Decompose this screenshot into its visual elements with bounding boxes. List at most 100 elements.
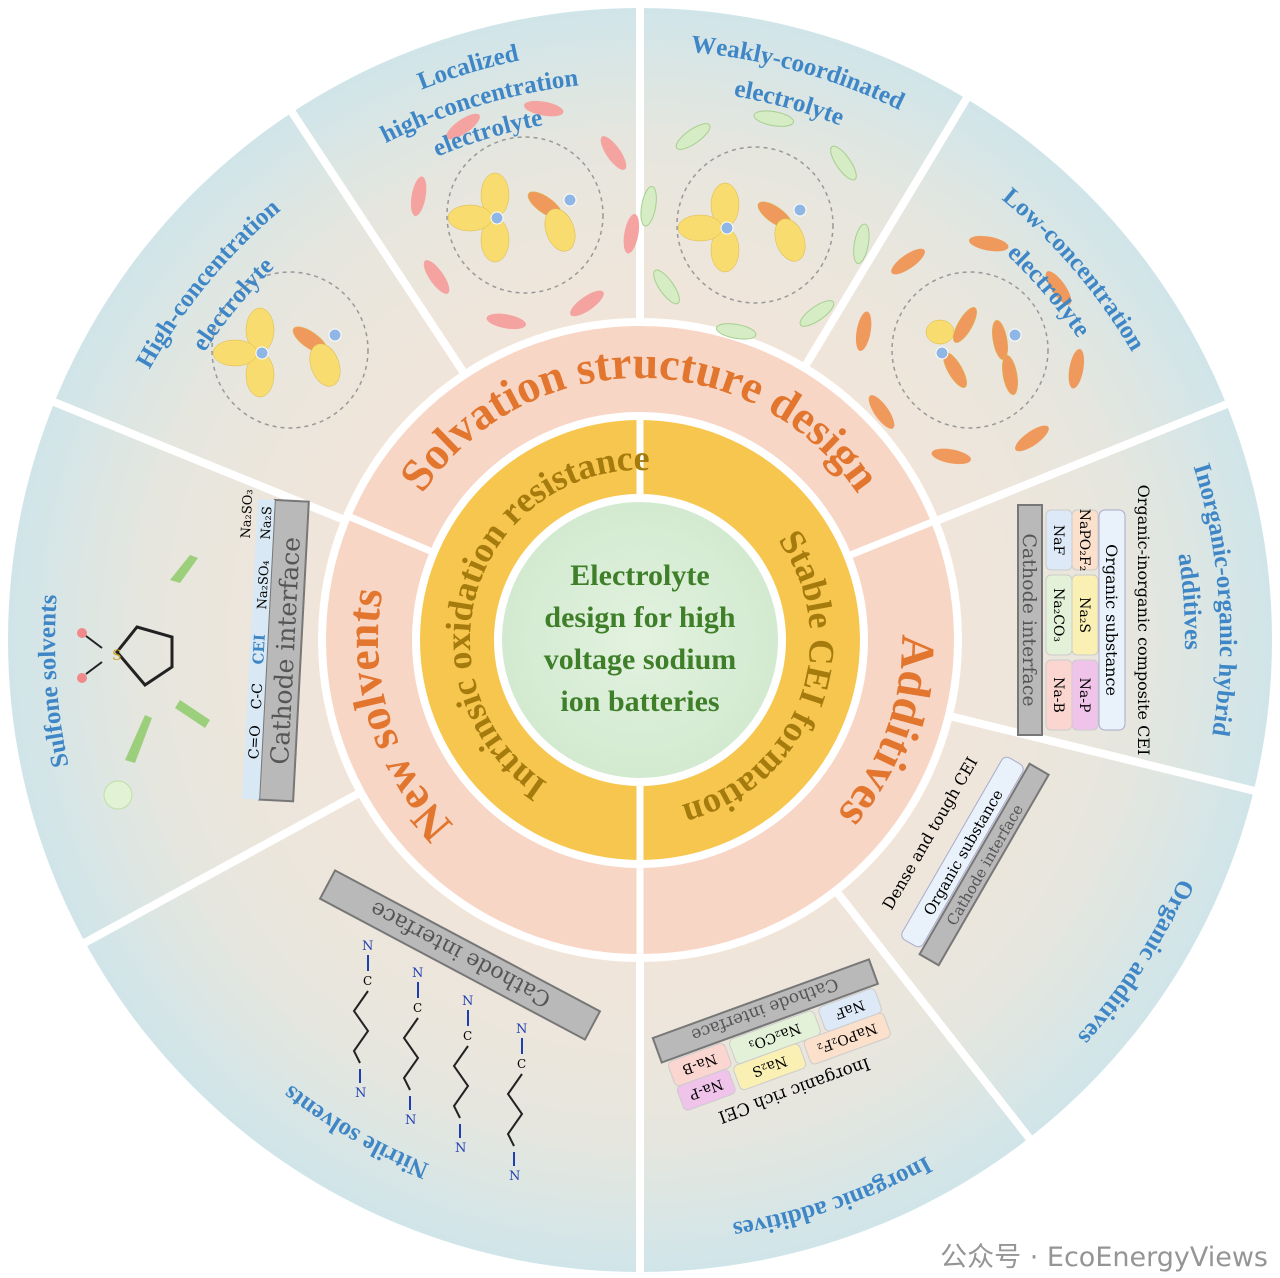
glyph: t: [1018, 559, 1040, 567]
ring-divider: [842, 516, 940, 561]
diluent-molecule: [524, 100, 564, 117]
glyph: n: [1102, 667, 1121, 677]
diluent-molecule: [931, 448, 971, 465]
glyph: N: [1076, 678, 1092, 690]
glyph: o: [1018, 579, 1040, 590]
glyph: b: [1102, 633, 1121, 643]
glyph: c: [1134, 623, 1153, 632]
glyph: ₂: [1076, 550, 1092, 556]
diluent-molecule: [640, 186, 657, 227]
glyph: c: [1214, 646, 1241, 658]
glyph: a: [1076, 690, 1092, 698]
molecule: [1002, 355, 1018, 395]
glyph: C: [246, 748, 263, 760]
glyph: N: [1076, 509, 1092, 521]
diluent-molecule: [855, 311, 872, 351]
molecule: [544, 208, 576, 252]
glyph: e: [1134, 711, 1153, 720]
glyph: t: [35, 603, 62, 613]
sector-divider: [284, 103, 479, 392]
glyph: g: [1134, 588, 1153, 598]
compound-label: Na-B: [1050, 677, 1066, 713]
glyph: f: [1018, 666, 1040, 675]
glyph: O: [1102, 544, 1121, 557]
molecule: [309, 343, 341, 387]
glyph: v: [751, 1211, 769, 1240]
glyph: ₄: [257, 560, 272, 566]
glyph: C: [249, 652, 268, 665]
glyph: O: [1134, 485, 1153, 498]
solvation-shell: [446, 136, 604, 294]
glyph: I: [250, 634, 268, 642]
glyph: t: [1178, 600, 1206, 611]
nitrogen-atom: N: [412, 966, 423, 981]
nitrogen-atom: N: [355, 1086, 366, 1101]
diluent-molecule: [410, 176, 427, 216]
glyph: a: [1050, 689, 1066, 697]
glyph: C: [822, 973, 841, 996]
glyph: ₂: [1076, 566, 1092, 572]
double-bond: [85, 635, 103, 649]
glyph: a: [1102, 575, 1121, 585]
nitrogen-atom: N: [516, 1022, 527, 1037]
glyph: a: [259, 520, 274, 529]
glyph: c: [1134, 637, 1153, 646]
glyph: s: [731, 1215, 745, 1243]
carbon-atom: C: [363, 974, 372, 988]
diluent-molecule: [853, 223, 870, 264]
compound-label: Na-B: [680, 1050, 719, 1077]
glyph: s: [1102, 643, 1121, 651]
sodium-ion: [935, 346, 949, 360]
compound-box: [803, 1012, 891, 1065]
glyph: u: [43, 737, 72, 756]
glyph: d: [1174, 564, 1203, 581]
center-line-2: design for high: [544, 601, 735, 634]
molecule: [212, 339, 258, 367]
glyph: n: [271, 626, 301, 644]
sodium-ion: [490, 211, 504, 225]
glyph: B: [680, 1059, 695, 1078]
glyph: e: [715, 34, 730, 62]
glyph: t: [1102, 651, 1121, 658]
sodium-ion: [103, 780, 133, 810]
solvation-shell: [676, 146, 834, 304]
glyph: C: [763, 1029, 779, 1048]
glyph: c: [1018, 685, 1040, 696]
glyph: t: [1134, 704, 1153, 711]
cathode-interface-bar: [1017, 504, 1043, 736]
glyph: v: [34, 638, 61, 651]
sodium-ion: [255, 346, 269, 360]
glyph: C: [1018, 533, 1040, 548]
glyph: i: [1018, 620, 1040, 626]
glyph: N: [1050, 588, 1066, 600]
glyph: C: [265, 745, 295, 766]
glyph: -: [1050, 698, 1066, 703]
glyph: e: [1018, 646, 1040, 657]
glyph: u: [632, 337, 659, 388]
nitrogen-atom: N: [462, 994, 473, 1009]
glyph: O: [257, 565, 273, 576]
glyph: i: [1134, 618, 1153, 623]
glyph: N: [772, 1052, 789, 1071]
glyph: e: [270, 658, 300, 674]
glyph: -: [695, 1083, 705, 1100]
glyph: i: [1207, 547, 1235, 558]
glyph: n: [563, 64, 580, 93]
glyph: ₂: [829, 1034, 840, 1051]
glyph: d: [785, 1202, 806, 1232]
sector-divider: [930, 707, 1263, 797]
diluent-molecule: [570, 290, 604, 317]
glyph: a: [1018, 673, 1040, 684]
sulfolane-ring: [115, 625, 174, 687]
oxygen-atom: [77, 673, 87, 683]
glyph: l: [34, 650, 61, 658]
glyph: S: [45, 751, 74, 770]
glyph: n: [488, 78, 508, 108]
